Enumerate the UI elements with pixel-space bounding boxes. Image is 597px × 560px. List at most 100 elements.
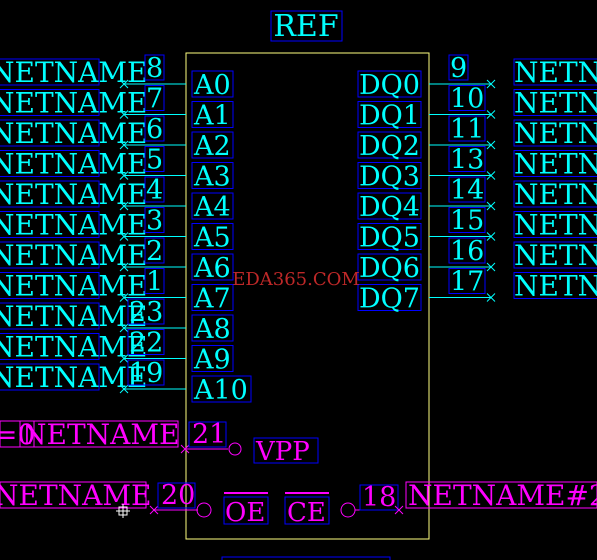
pin-name: A2: [193, 131, 231, 162]
pin-name-box: [357, 101, 422, 128]
pin-number-box: [144, 115, 165, 142]
pin-name: DQ2: [359, 131, 420, 162]
net-label-box: [405, 481, 597, 509]
pin-number-box: [144, 268, 165, 294]
component-body[interactable]: [185, 52, 430, 540]
pin-number-box: [448, 54, 469, 81]
net-label-box: [0, 363, 100, 391]
net-label: NETN: [514, 87, 597, 120]
pin-vpp[interactable]: =0 NETNAME 21 VPP: [0, 418, 319, 467]
pin-name-box: [357, 70, 422, 98]
pin-number: 8: [146, 53, 163, 84]
net-label: NETN: [514, 239, 597, 272]
pin-number-box: [127, 359, 165, 386]
net-label: NETN: [514, 270, 597, 303]
pin-name-box: [191, 314, 234, 342]
pin-number: 17: [450, 267, 484, 298]
pin-name-box: [357, 131, 422, 159]
pin-number-box: [144, 176, 165, 203]
pin-number: 23: [129, 297, 163, 328]
pin-dq6[interactable]: DQ6 16 NETN: [357, 236, 597, 284]
net-label-box: [513, 58, 597, 86]
pin-name-box: [191, 101, 234, 128]
pin-dq7[interactable]: DQ7 17 NETN: [357, 267, 597, 315]
pin-name-box: [357, 284, 422, 311]
pin-ce[interactable]: CE 18 NETNAME#2:: [284, 479, 597, 528]
net-label-box: [0, 333, 100, 360]
pin-name-box: [191, 345, 234, 372]
pin-number-box: [144, 207, 165, 233]
pin-name-box: [357, 223, 422, 250]
pin-oe[interactable]: NETNAME 20 OE: [0, 479, 269, 528]
pin-name-box: [191, 162, 234, 189]
pin-name: VPP: [255, 437, 310, 467]
pin-name-box: [191, 223, 234, 250]
inversion-bubble-icon: [228, 442, 242, 456]
pin-name: A9: [193, 345, 231, 376]
pin-name: A5: [193, 223, 231, 254]
net-label-box: [0, 58, 100, 86]
net-label-box: [513, 89, 597, 116]
net-label-box: [0, 302, 100, 330]
net-prefix-box: [0, 420, 35, 448]
pin-number-box: [448, 237, 486, 264]
pin-name: DQ6: [359, 253, 420, 284]
pin-number-box: [448, 268, 486, 294]
net-label: NETNAME: [0, 479, 151, 512]
net-label: NETNAME#2:: [408, 479, 597, 512]
net-label: NETNAME: [22, 418, 179, 451]
next-component-box: [221, 556, 391, 560]
pin-name-box: [191, 70, 234, 98]
net-label: NETN: [514, 209, 597, 242]
pin-number-box: [144, 237, 165, 264]
ref-label-box: [270, 10, 343, 42]
pin-name: DQ0: [359, 70, 420, 101]
pin-number-box: [448, 176, 486, 203]
pin-number: 16: [450, 236, 484, 267]
net-label-box: [0, 211, 100, 238]
net-label: NETN: [514, 148, 597, 181]
pin-number: 5: [146, 145, 163, 176]
net-label: NETN: [514, 117, 597, 150]
pin-number-box: [144, 54, 165, 81]
pin-name: DQ5: [359, 223, 420, 254]
net-label-box: [0, 180, 100, 208]
net-label-box: [0, 481, 147, 509]
net-label-box: [513, 211, 597, 238]
pin-name: DQ7: [359, 284, 420, 315]
pin-name-box: [357, 253, 422, 281]
pin-name: DQ1: [359, 101, 420, 132]
pin-number: 2: [146, 236, 163, 267]
net-prefix: =0: [0, 418, 35, 451]
pin-name: A1: [193, 101, 231, 132]
pin-number-box: [127, 298, 165, 325]
net-label: NETN: [514, 56, 597, 89]
pin-number: 18: [362, 482, 396, 513]
net-label: NETN: [514, 178, 597, 211]
inversion-bubble-icon: [196, 502, 212, 518]
pin-name: A7: [193, 284, 231, 315]
net-label-box: [0, 241, 100, 269]
net-label-box: [513, 119, 597, 147]
pin-name: A8: [193, 314, 231, 345]
pin-name: OE: [225, 498, 265, 528]
pin-name: A4: [193, 192, 231, 223]
